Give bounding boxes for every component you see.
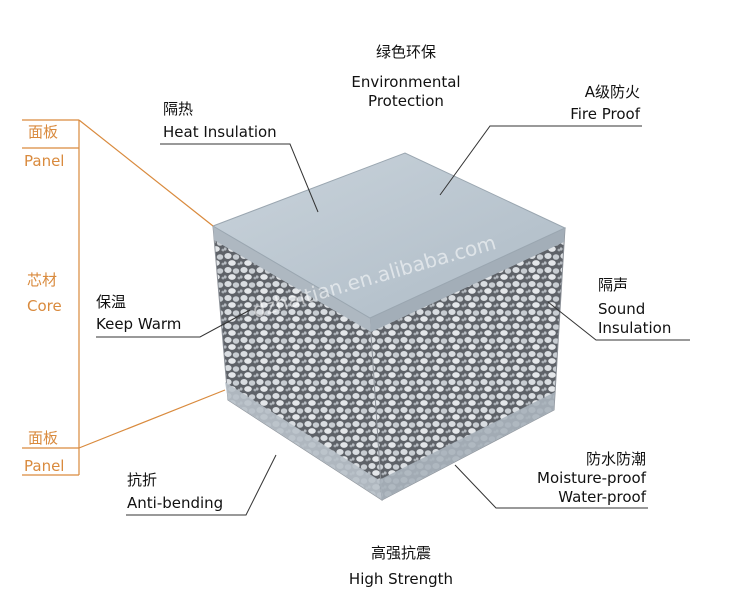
- leader-lines: [96, 125, 690, 516]
- label-panel-top-en: Panel: [24, 152, 65, 170]
- label-moisture-zh: 防水防潮: [585, 450, 646, 468]
- top-face: [211, 152, 567, 319]
- label-moisture-en-1: Moisture-proof: [537, 469, 646, 487]
- label-fire-en: Fire Proof: [570, 105, 640, 123]
- label-heat-en: Heat Insulation: [163, 123, 277, 141]
- label-eco-en-2: Protection: [368, 92, 444, 110]
- label-core-zh: 芯材: [27, 271, 58, 289]
- label-heat-zh: 隔热: [163, 100, 194, 118]
- label-panel-bottom-en: Panel: [24, 457, 65, 475]
- label-eco-zh: 绿色环保: [375, 43, 436, 61]
- label-core-en: Core: [27, 297, 62, 315]
- right-bottom-panel: [379, 392, 555, 500]
- label-panel-bottom-zh: 面板: [28, 429, 59, 447]
- label-warm-zh: 保温: [96, 293, 127, 311]
- label-bending-zh: 抗折: [127, 471, 158, 489]
- label-sound-en-1: Sound: [598, 300, 646, 318]
- layer-bracket: [22, 119, 226, 476]
- label-moisture-en-2: Water-proof: [558, 488, 646, 506]
- label-strength-en: High Strength: [348, 570, 454, 588]
- label-warm-en: Keep Warm: [96, 315, 182, 333]
- label-strength-zh: 高强抗震: [370, 544, 431, 562]
- left-top-panel: [213, 226, 371, 332]
- label-sound-en-2: Insulation: [598, 319, 672, 337]
- label-fire-zh: A级防火: [584, 83, 640, 101]
- label-eco-en-1: Environmental: [351, 73, 461, 91]
- label-bending-en: Anti-bending: [127, 494, 224, 512]
- right-top-panel: [370, 228, 565, 332]
- label-sound-zh: 隔声: [598, 276, 629, 294]
- left-bottom-panel: [225, 382, 382, 500]
- label-panel-top-zh: 面板: [28, 123, 59, 141]
